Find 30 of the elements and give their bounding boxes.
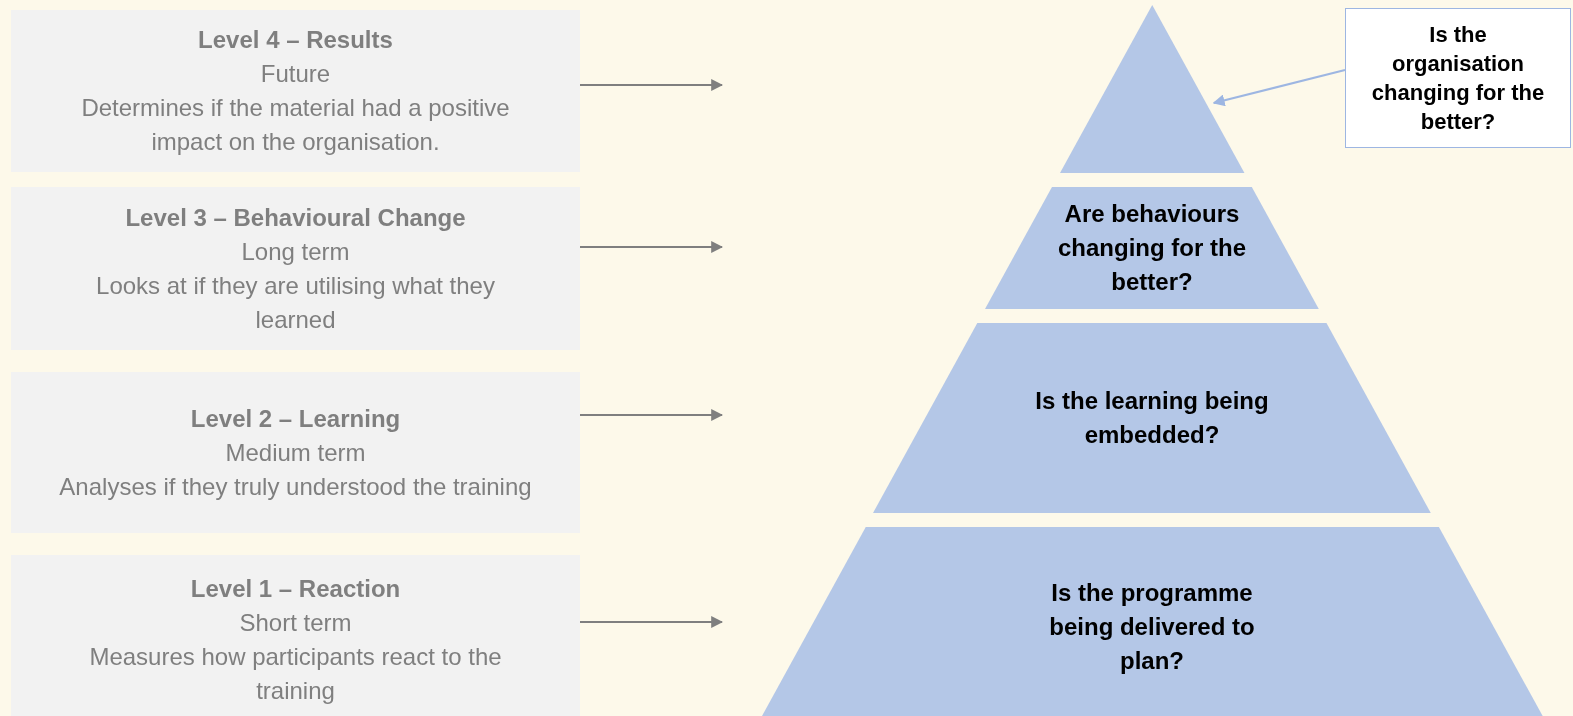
level-description: Determines if the material had a positive impact on the organisation. <box>80 93 511 157</box>
level-description: Looks at if they are utilising what they learned <box>95 270 496 335</box>
level-term: Long term <box>241 236 350 267</box>
level-card <box>11 187 580 350</box>
level-title: Level 3 – Behavioural Change <box>125 202 466 233</box>
arrow <box>579 616 724 628</box>
arrow <box>579 241 724 253</box>
pyramid-tier <box>873 323 1431 513</box>
level-title: Level 1 – Reaction <box>190 574 401 604</box>
tier-question: Are behaviours changing for the better? <box>1057 199 1247 297</box>
level-term: Future <box>260 59 331 89</box>
pyramid-top <box>1059 5 1245 173</box>
level-description: Analyses if they truly understood the training <box>59 471 532 502</box>
level-card <box>11 372 580 533</box>
arrow <box>579 79 724 91</box>
level-title: Level 4 – Results <box>198 25 393 55</box>
pyramid-tier <box>761 527 1543 716</box>
level-term: Medium term <box>225 437 366 468</box>
callout-text: Is the organisation changing for the better? <box>1370 21 1546 136</box>
tier-question: Is the programme being delivered to plan? <box>1048 577 1256 676</box>
level-card <box>11 555 580 716</box>
pyramid-tier <box>985 187 1319 309</box>
callout-box <box>1345 8 1571 148</box>
level-card <box>11 10 580 172</box>
tier-question: Is the learning being embedded? <box>1034 386 1270 450</box>
level-description: Measures how participants react to the training <box>88 642 503 706</box>
arrow <box>1212 69 1346 107</box>
level-title: Level 2 – Learning <box>190 403 401 434</box>
arrow <box>579 409 724 421</box>
level-term: Short term <box>239 608 352 638</box>
